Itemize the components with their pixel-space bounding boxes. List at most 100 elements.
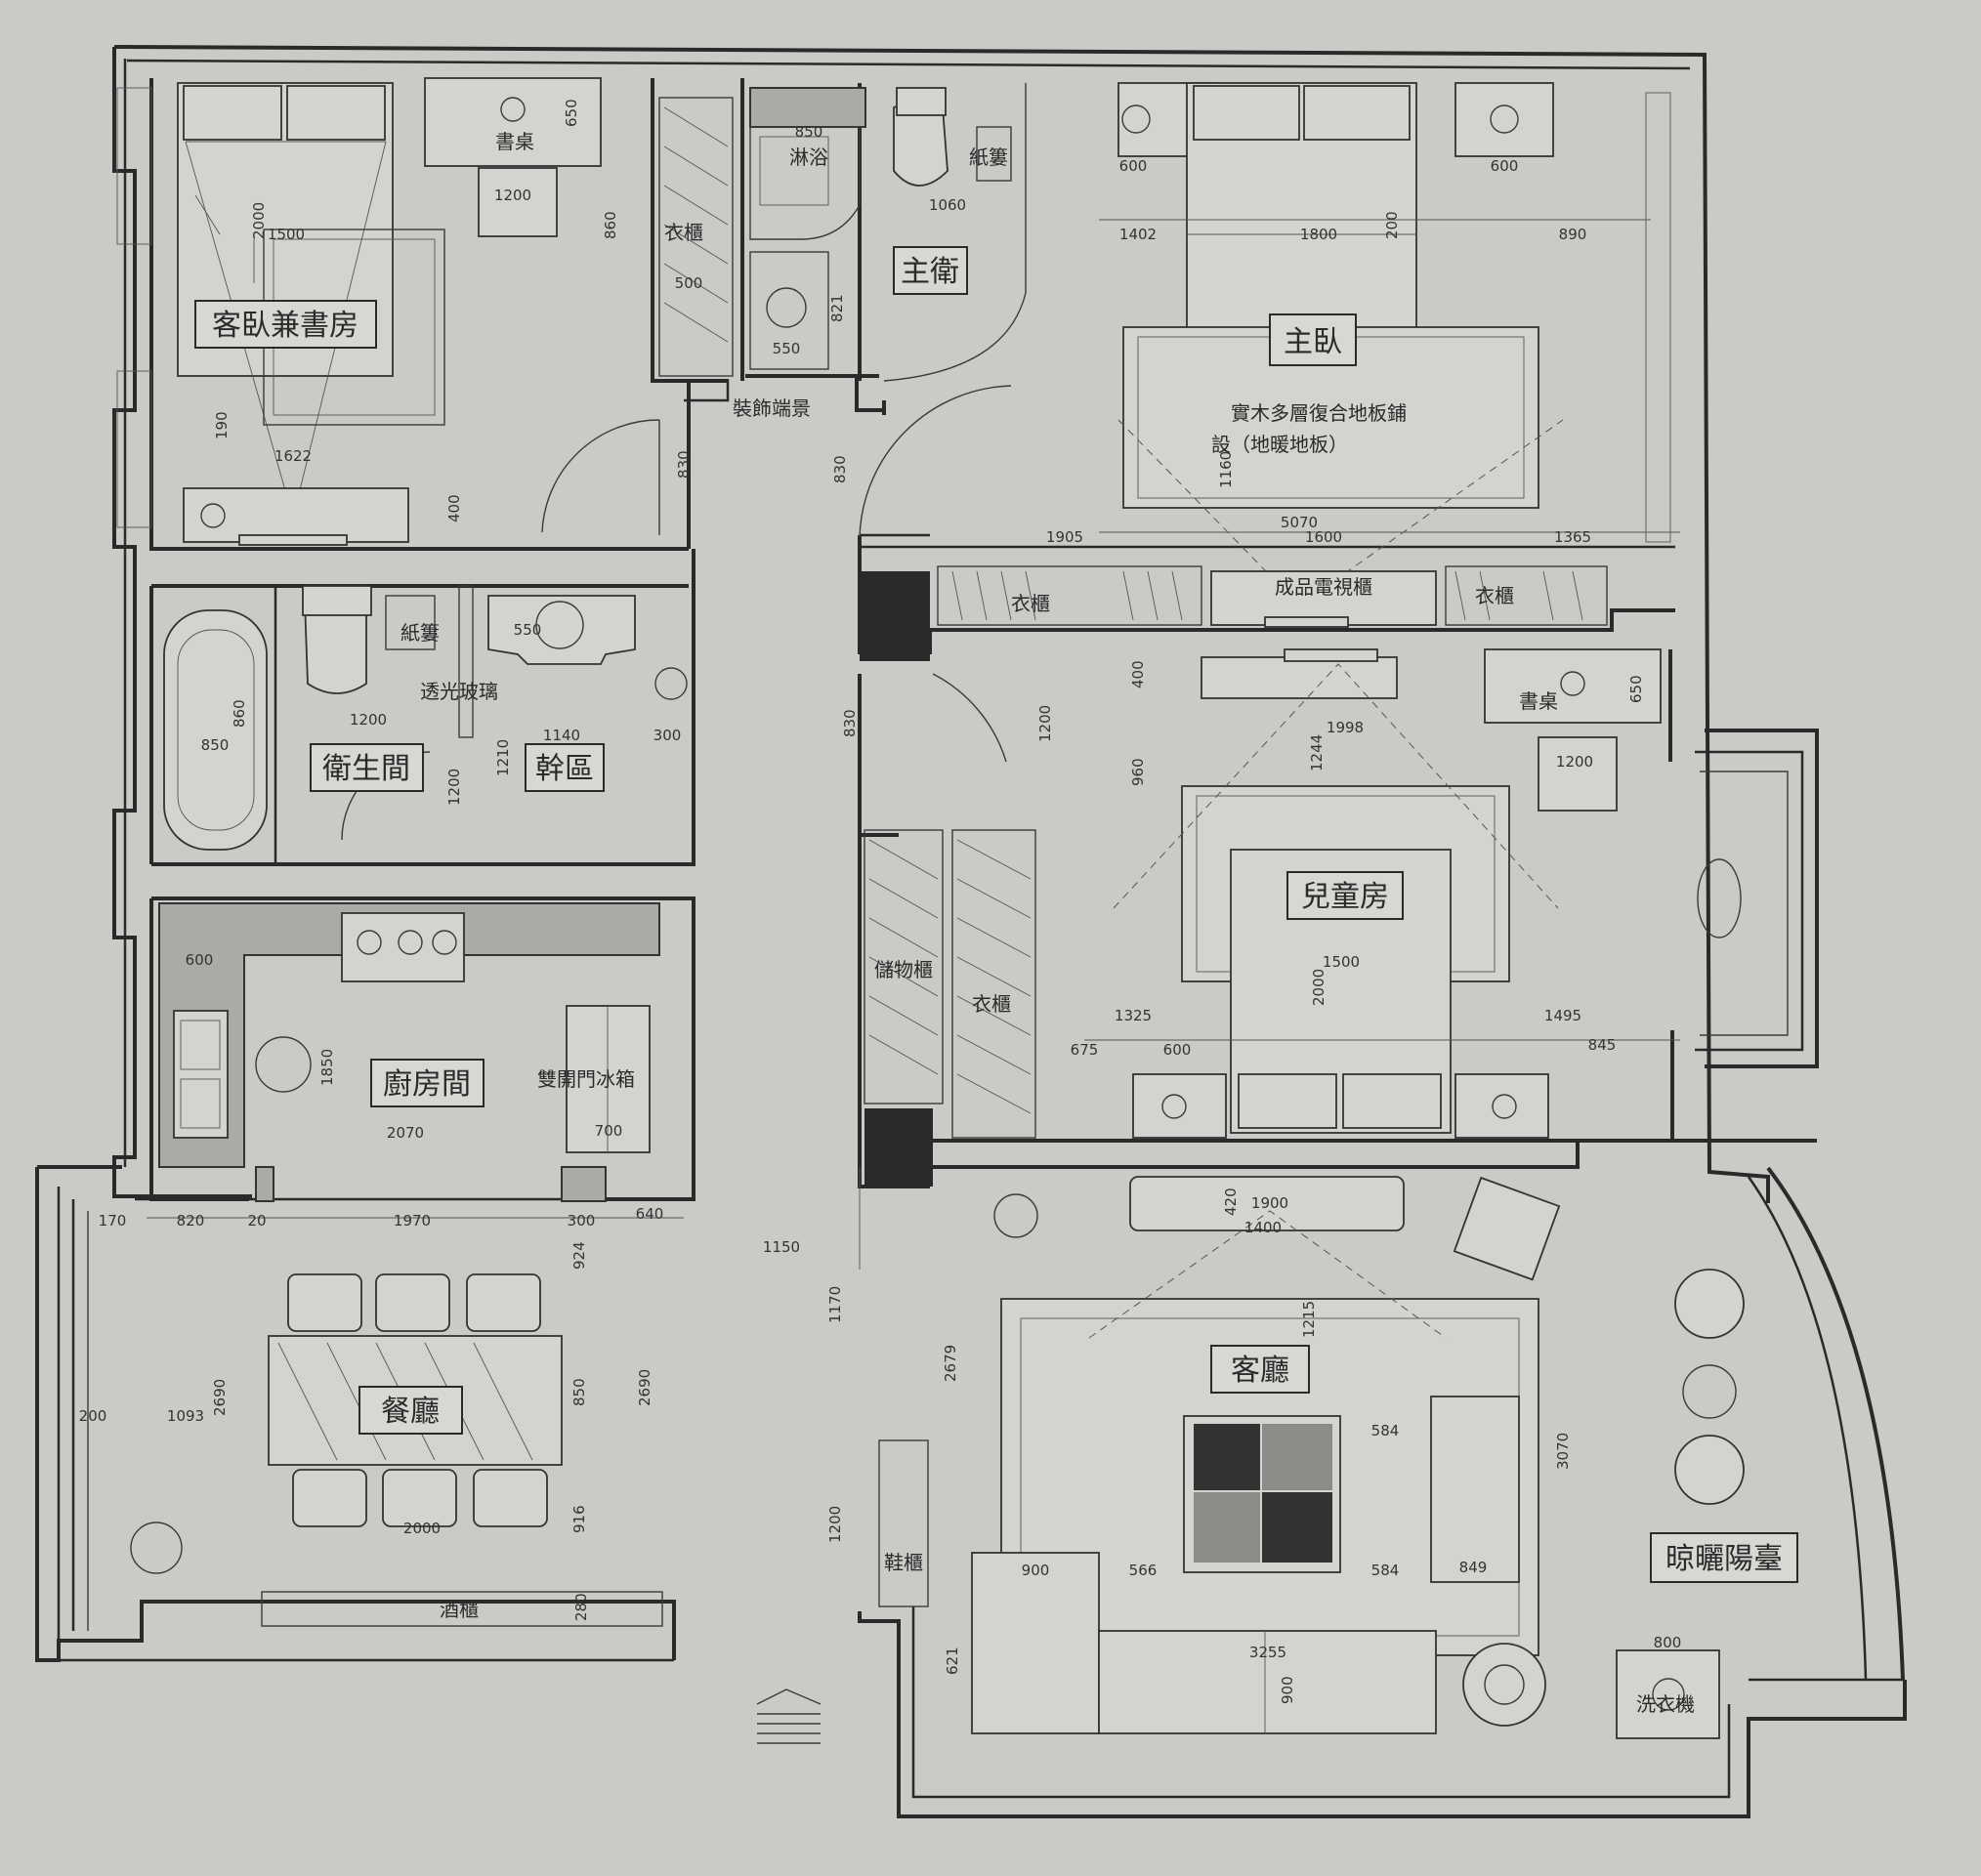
dim-label: 2070: [387, 1124, 424, 1142]
dim-label: 1500: [1323, 953, 1360, 971]
label-glass: 透光玻璃: [420, 680, 498, 703]
dim-label: 190: [213, 411, 231, 439]
dim-label: 1400: [1244, 1219, 1282, 1236]
dim-label: 1150: [763, 1238, 800, 1256]
side-cabinet: [1430, 1396, 1520, 1583]
dim-label: 1160: [1217, 451, 1235, 488]
dim-label: 1215: [1300, 1301, 1318, 1338]
dim-label: 5070: [1281, 514, 1318, 531]
stove: [341, 912, 465, 982]
label-decor-entrance: 裝飾端景: [733, 396, 811, 420]
dim-label: 860: [602, 211, 619, 239]
nightstand: [1454, 82, 1554, 157]
label-wardrobe-2: 衣櫃: [1011, 592, 1050, 615]
dim-label: 550: [514, 621, 542, 639]
pillow: [1303, 85, 1411, 141]
kitchen-furniture: [158, 902, 660, 1202]
dim-label: 420: [1222, 1188, 1240, 1216]
dim-label: 1200: [350, 711, 387, 729]
dim-label: 900: [1022, 1562, 1050, 1579]
vanity: [487, 595, 636, 665]
dim-label: 400: [1129, 660, 1147, 688]
dim-label: 550: [773, 340, 801, 357]
dining-chair: [375, 1273, 450, 1332]
dim-label: 566: [1129, 1562, 1158, 1579]
children-cabinet: [1201, 656, 1398, 699]
plant-icon: [1697, 858, 1742, 938]
dim-label: 860: [231, 699, 248, 728]
room-label-master-bath: 主衛: [893, 246, 968, 295]
toilet: [304, 600, 367, 694]
dim-label: 2000: [1310, 969, 1328, 1006]
guest-cabinet: [183, 487, 409, 543]
label-shower: 淋浴: [789, 146, 828, 169]
label-tv-cabinet: 成品電視櫃: [1275, 575, 1372, 599]
dim-label: 1900: [1251, 1194, 1288, 1212]
balcony-chair: [1674, 1269, 1745, 1339]
dim-label: 850: [201, 736, 230, 754]
dining-chair: [473, 1469, 548, 1527]
washing-machine: [1616, 1649, 1720, 1739]
room-label-kitchen-text: 廚房間: [383, 1067, 471, 1102]
desk-chair: [1538, 736, 1618, 812]
room-label-balcony: 晾曬陽臺: [1650, 1532, 1798, 1583]
fridge: [566, 1005, 651, 1153]
label-wardrobe-4: 衣櫃: [972, 992, 1011, 1016]
label-tissue-1: 紙簍: [969, 146, 1008, 169]
dim-label: 830: [841, 709, 859, 737]
dim-label: 1998: [1327, 719, 1364, 736]
furniture-labels: 書桌 書桌 衣櫃 衣櫃 衣櫃 衣櫃 淋浴 紙簍 紙簍 裝飾端景 實木多層復合地板…: [400, 130, 1695, 1716]
plant-icon: [130, 1522, 183, 1574]
dim-label: 200: [79, 1407, 107, 1425]
label-wardrobe-1: 衣櫃: [664, 221, 703, 244]
structural-column-1: [860, 571, 930, 661]
dim-label: 2690: [211, 1379, 229, 1416]
room-label-children-room: 兒童房: [1286, 871, 1404, 920]
dim-label: 830: [675, 450, 693, 479]
dim-label: 800: [1654, 1634, 1682, 1651]
dim-label: 1200: [494, 187, 531, 204]
pillow: [1193, 85, 1300, 141]
dim-label: 600: [1119, 157, 1148, 175]
dim-label: 924: [570, 1241, 588, 1270]
dim-label: 890: [1559, 226, 1587, 243]
dim-label: 1200: [1036, 705, 1054, 742]
room-label-guest-study-text: 客臥兼書房: [212, 309, 358, 343]
balcony-chair: [1674, 1435, 1745, 1505]
tv-stand: [238, 534, 348, 546]
label-desk-2: 書桌: [1519, 689, 1558, 713]
tv-console: [1129, 1176, 1405, 1231]
dim-label: 916: [570, 1505, 588, 1533]
dim-label: 3255: [1249, 1644, 1286, 1661]
room-label-living-text: 客廳: [1231, 1354, 1289, 1388]
master-wardrobe-2: [1445, 565, 1608, 626]
structural-column-2: [864, 1108, 933, 1187]
basin-icon: [535, 601, 584, 649]
dim-label: 280: [572, 1593, 590, 1621]
dim-label: 830: [831, 455, 849, 483]
room-label-guest-study: 客臥兼書房: [194, 300, 377, 349]
master-wardrobe-1: [937, 565, 1202, 626]
lounge-chair: [1453, 1176, 1561, 1281]
room-label-dry-area: 幹區: [525, 743, 605, 792]
dim-label: 584: [1371, 1562, 1400, 1579]
dim-label: 300: [568, 1212, 596, 1230]
dim-label: 850: [795, 123, 823, 141]
room-label-master-bedroom: 主臥: [1269, 313, 1357, 366]
dim-label: 900: [1279, 1676, 1296, 1704]
children-desk: [1484, 648, 1662, 724]
dim-label: 2000: [403, 1520, 441, 1537]
dim-label: 1365: [1554, 528, 1591, 546]
bathroom-furniture: [163, 585, 688, 851]
dim-label: 820: [177, 1212, 205, 1230]
entrance-arrow-icon: [756, 1688, 822, 1705]
dim-label: 700: [595, 1122, 623, 1140]
dim-label: 600: [1491, 157, 1519, 175]
room-label-bathroom-text: 衛生間: [322, 752, 410, 786]
room-label-living: 客廳: [1210, 1345, 1310, 1394]
dim-label: 850: [570, 1378, 588, 1406]
dim-label: 1200: [826, 1506, 844, 1543]
dining-chair: [287, 1273, 362, 1332]
